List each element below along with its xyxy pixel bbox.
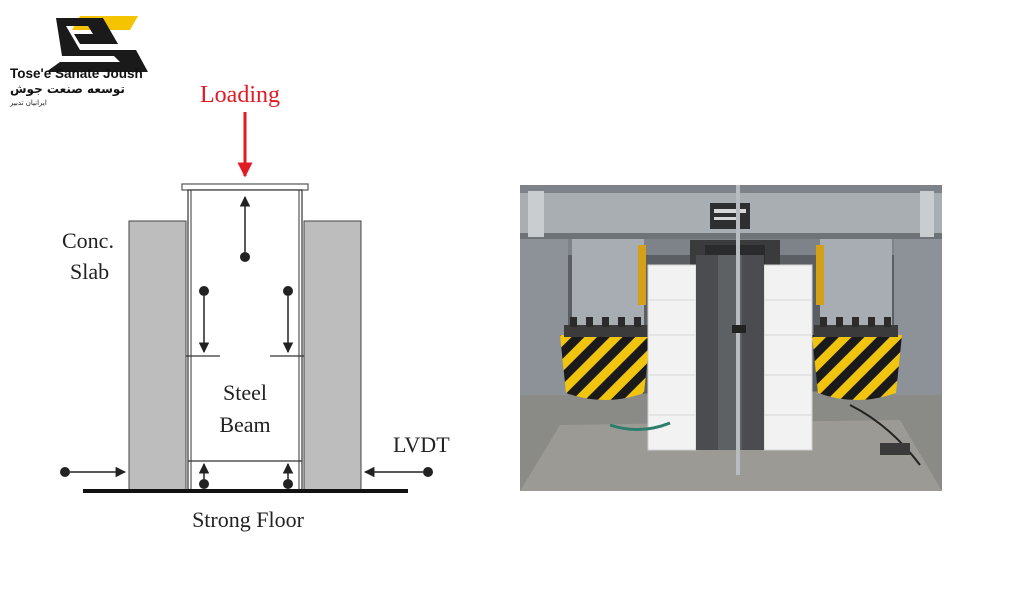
lvdt-mid-right — [282, 286, 294, 354]
lvdt-side-left — [60, 466, 127, 478]
conc-slab-label-line1: Conc. — [62, 228, 114, 253]
conc-slab-right — [303, 220, 362, 491]
company-logo-icon — [46, 16, 148, 72]
test-setup-photo — [520, 185, 942, 491]
test-setup-diagram: Loading Conc. Slab St — [60, 82, 450, 532]
logo-name-fa: توسعه صنعت جوش — [10, 82, 125, 96]
logo-name-en: Tose'e Sanate Joush — [10, 66, 143, 81]
lvdt-bottom-right — [282, 462, 294, 489]
loading-label: Loading — [200, 82, 280, 108]
conc-slab-label-line2: Slab — [70, 259, 109, 284]
logo-subtitle-fa: ایرانیان تدبیر — [10, 99, 47, 107]
lvdt-top-center — [239, 195, 251, 262]
lvdt-bottom-left — [198, 462, 210, 489]
conc-slab-left — [128, 220, 187, 491]
strong-floor-label: Strong Floor — [192, 507, 305, 532]
lvdt-label: LVDT — [393, 432, 450, 457]
lvdt-mid-left — [198, 286, 210, 354]
steel-beam-label-line1: Steel — [223, 380, 267, 405]
lvdt-side-right — [363, 466, 433, 478]
steel-beam-label-line2: Beam — [219, 412, 270, 437]
top-plate — [181, 183, 309, 191]
